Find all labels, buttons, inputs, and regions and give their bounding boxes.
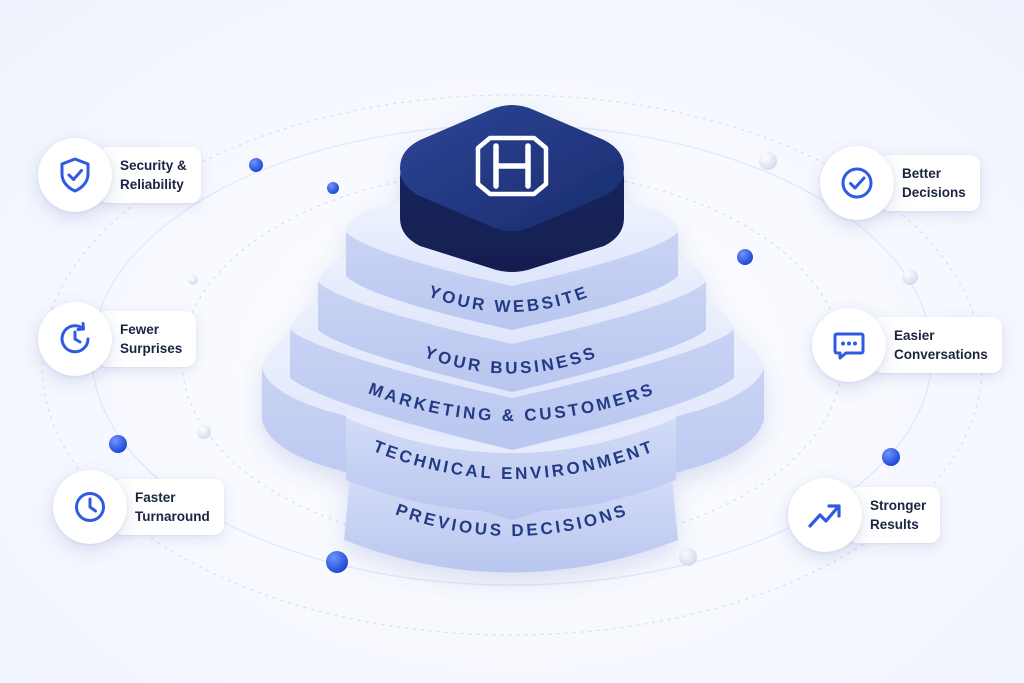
sphere [882, 448, 900, 466]
clock-icon [70, 487, 110, 527]
benefit-label: Fewer Surprises [98, 311, 197, 367]
benefit-icon-bubble [812, 308, 886, 382]
pyramid-cap [400, 105, 624, 272]
chat-bubble-icon [829, 325, 869, 365]
benefit-label-line1: Faster [135, 490, 176, 505]
benefit-label: Faster Turnaround [113, 479, 224, 535]
sphere [188, 275, 198, 285]
benefit-label-line1: Fewer [120, 322, 160, 337]
benefit-label-line2: Conversations [894, 347, 988, 362]
benefit-label-line1: Security & [120, 158, 187, 173]
benefit-label-line1: Easier [894, 328, 935, 343]
benefit-label: Stronger Results [848, 487, 941, 543]
benefit-label: Easier Conversations [872, 317, 1002, 373]
layer-technical-environment [346, 410, 676, 513]
benefit-label-line2: Results [870, 517, 919, 532]
sphere [326, 551, 348, 573]
benefit-easier-conversations: Easier Conversations [812, 308, 1002, 382]
sphere [109, 435, 127, 453]
benefit-icon-bubble [820, 146, 894, 220]
benefit-label: Better Decisions [880, 155, 980, 211]
check-circle-icon [837, 163, 877, 203]
sphere [679, 548, 697, 566]
clock-refresh-icon [55, 319, 95, 359]
benefit-better-decisions: Better Decisions [820, 146, 980, 220]
sphere [902, 269, 918, 285]
benefit-label-line2: Decisions [902, 185, 966, 200]
trend-up-icon [805, 495, 845, 535]
benefit-label-line2: Reliability [120, 177, 184, 192]
sphere [327, 182, 339, 194]
benefit-fewer-surprises: Fewer Surprises [38, 302, 197, 376]
benefit-label-line2: Turnaround [135, 509, 210, 524]
sphere [249, 158, 263, 172]
benefit-icon-bubble [38, 302, 112, 376]
benefit-icon-bubble [788, 478, 862, 552]
benefit-label-line1: Stronger [870, 498, 927, 513]
benefit-stronger-results: Stronger Results [788, 478, 941, 552]
shield-check-icon [55, 155, 95, 195]
benefit-label-line1: Better [902, 166, 942, 181]
brand-logo-icon [475, 135, 549, 197]
benefit-security-reliability: Security & Reliability [38, 138, 201, 212]
sphere [759, 152, 777, 170]
sphere [197, 425, 211, 439]
benefit-label-line2: Surprises [120, 341, 183, 356]
floating-spheres [109, 152, 918, 573]
benefit-label: Security & Reliability [98, 147, 201, 203]
benefit-icon-bubble [53, 470, 127, 544]
benefit-icon-bubble [38, 138, 112, 212]
sphere [737, 249, 753, 265]
pyramid-layers [262, 105, 764, 573]
benefit-faster-turnaround: Faster Turnaround [53, 470, 224, 544]
